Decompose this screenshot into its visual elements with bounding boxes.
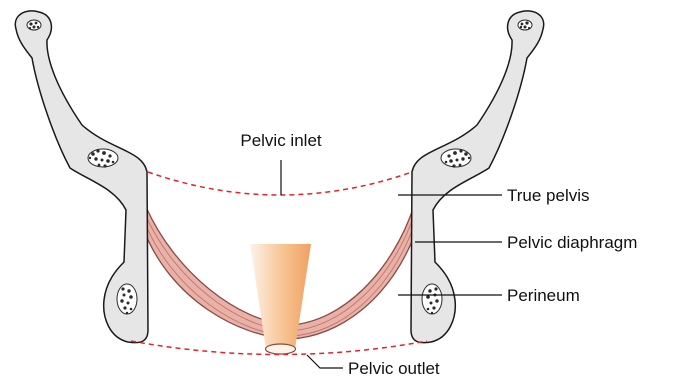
left-hip-bone: [15, 11, 148, 343]
pelvic-outlet-label: Pelvic outlet: [348, 359, 440, 378]
pelvic-inlet-dashed-line: [148, 172, 412, 195]
pelvic-inlet-label: Pelvic inlet: [240, 131, 322, 150]
pelvic-outlet-leader: [307, 355, 343, 368]
pelvic-diaphragm-label: Pelvic diaphragm: [507, 233, 637, 252]
perineum-label: Perineum: [507, 286, 580, 305]
true-pelvis-label: True pelvis: [507, 186, 590, 205]
